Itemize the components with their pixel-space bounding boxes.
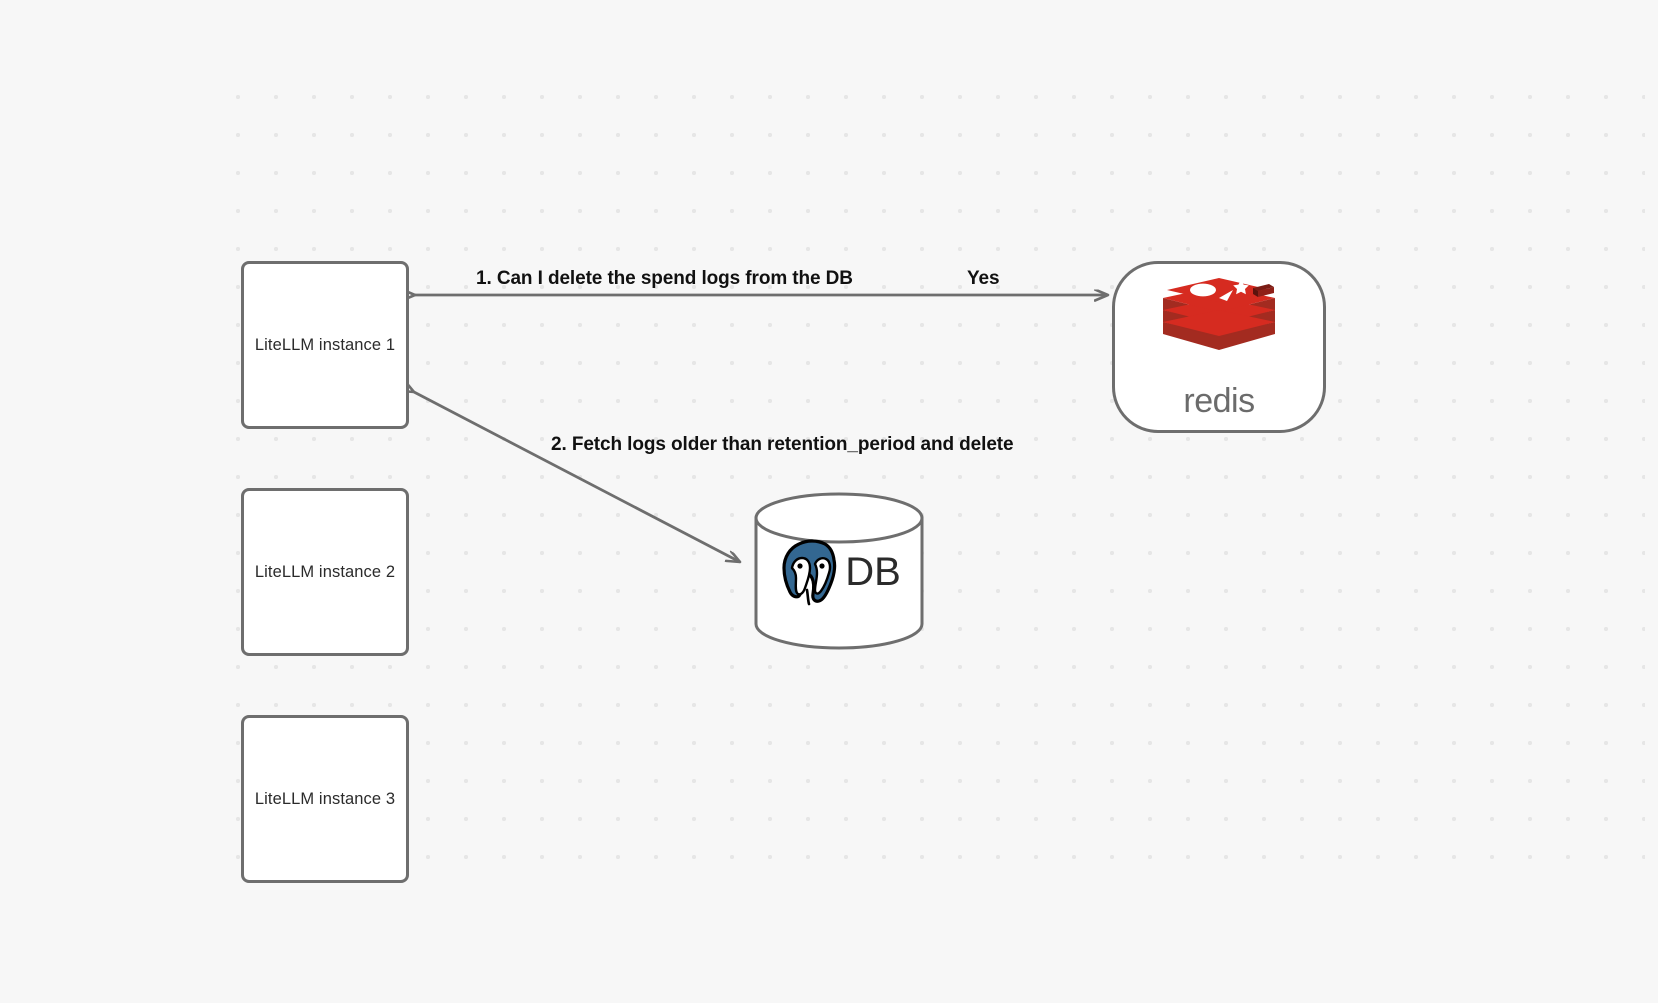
edge-label-yes: Yes xyxy=(967,268,1000,289)
node-label: LiteLLM instance 1 xyxy=(254,335,396,354)
node-redis[interactable]: redis xyxy=(1112,261,1326,433)
postgresql-elephant-icon xyxy=(782,539,837,606)
edge-label-step-1: 1. Can I delete the spend logs from the … xyxy=(476,268,853,289)
edge-label-step-2: 2. Fetch logs older than retention_perio… xyxy=(551,434,1014,455)
dot-grid-background xyxy=(213,66,1645,866)
node-label: LiteLLM instance 3 xyxy=(254,789,396,808)
node-litellm-instance-1[interactable]: LiteLLM instance 1 xyxy=(241,261,409,429)
edge-db-litellm1 xyxy=(414,392,740,562)
redis-logo-icon xyxy=(1163,278,1275,350)
database-logo-and-label: DB xyxy=(753,522,925,622)
node-label: LiteLLM instance 2 xyxy=(254,562,396,581)
database-label: DB xyxy=(845,550,901,594)
node-database[interactable]: DB xyxy=(753,492,925,650)
redis-wordmark: redis xyxy=(1183,384,1255,418)
node-litellm-instance-2[interactable]: LiteLLM instance 2 xyxy=(241,488,409,656)
svg-text:redis: redis xyxy=(1183,384,1254,418)
node-litellm-instance-3[interactable]: LiteLLM instance 3 xyxy=(241,715,409,883)
